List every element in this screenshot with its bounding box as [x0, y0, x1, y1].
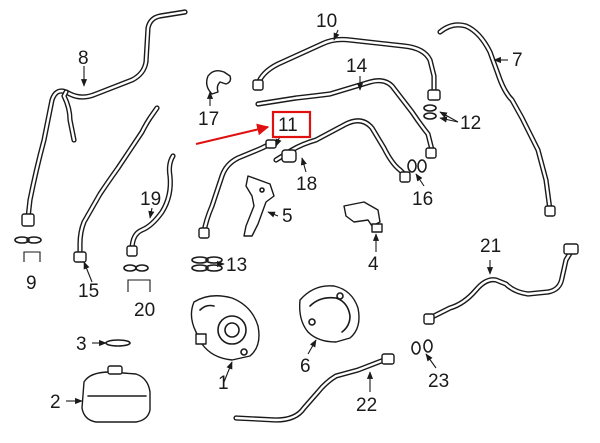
callout-2: 2 — [50, 392, 61, 413]
callout-7: 7 — [512, 50, 523, 71]
part-2-reservoir — [81, 365, 151, 423]
callout-17: 17 — [198, 109, 219, 130]
callout-16: 16 — [412, 189, 433, 210]
part-3-gasket — [105, 339, 131, 347]
part-5-bracket — [243, 175, 275, 237]
callout-15: 15 — [78, 281, 99, 302]
callout-11: 11 — [278, 115, 298, 136]
part-12-clip — [423, 104, 437, 120]
callout-5: 5 — [282, 206, 293, 227]
part-15-pipe — [73, 105, 160, 263]
callout-4: 4 — [368, 254, 379, 275]
callout-20: 20 — [134, 300, 155, 321]
callout-labels: 8 10 7 14 12 17 11 18 16 19 5 9 15 13 4 … — [26, 11, 523, 416]
callout-22: 22 — [356, 395, 377, 416]
part-11-pipe — [198, 139, 277, 239]
callout-10: 10 — [316, 11, 337, 32]
callout-21: 21 — [480, 236, 501, 257]
part-23-clip — [411, 339, 433, 355]
part-14-pipe — [255, 78, 437, 159]
callout-14: 14 — [346, 56, 368, 77]
callout-8: 8 — [78, 48, 89, 69]
part-1-turbocharger — [190, 295, 260, 361]
part-17-elbow — [205, 69, 232, 95]
part-8-coolant-pipe — [21, 9, 188, 227]
callout-9: 9 — [26, 273, 37, 294]
callout-12: 12 — [460, 113, 481, 134]
callout-6: 6 — [300, 356, 311, 377]
part-22-pipe — [233, 353, 395, 423]
callout-18: 18 — [296, 174, 317, 195]
part-21-pipe — [423, 243, 579, 325]
part-13-clip — [191, 256, 223, 272]
part-20-clip — [123, 264, 151, 292]
highlight-box — [271, 110, 312, 139]
callout-1: 1 — [218, 373, 229, 394]
part-6-heat-shield — [298, 285, 360, 343]
part-16-clip — [407, 159, 427, 173]
leader-lines — [66, 29, 508, 405]
part-18-pipe — [273, 118, 411, 183]
highlight-indicator — [195, 110, 312, 145]
part-9-clip — [14, 236, 42, 262]
callout-3: 3 — [76, 334, 87, 355]
part-19-hose — [126, 153, 176, 257]
callout-23: 23 — [428, 371, 449, 392]
callout-13: 13 — [226, 255, 247, 276]
part-4-bracket — [343, 201, 383, 233]
part-7-hose — [437, 22, 556, 217]
callout-19: 19 — [140, 189, 161, 210]
